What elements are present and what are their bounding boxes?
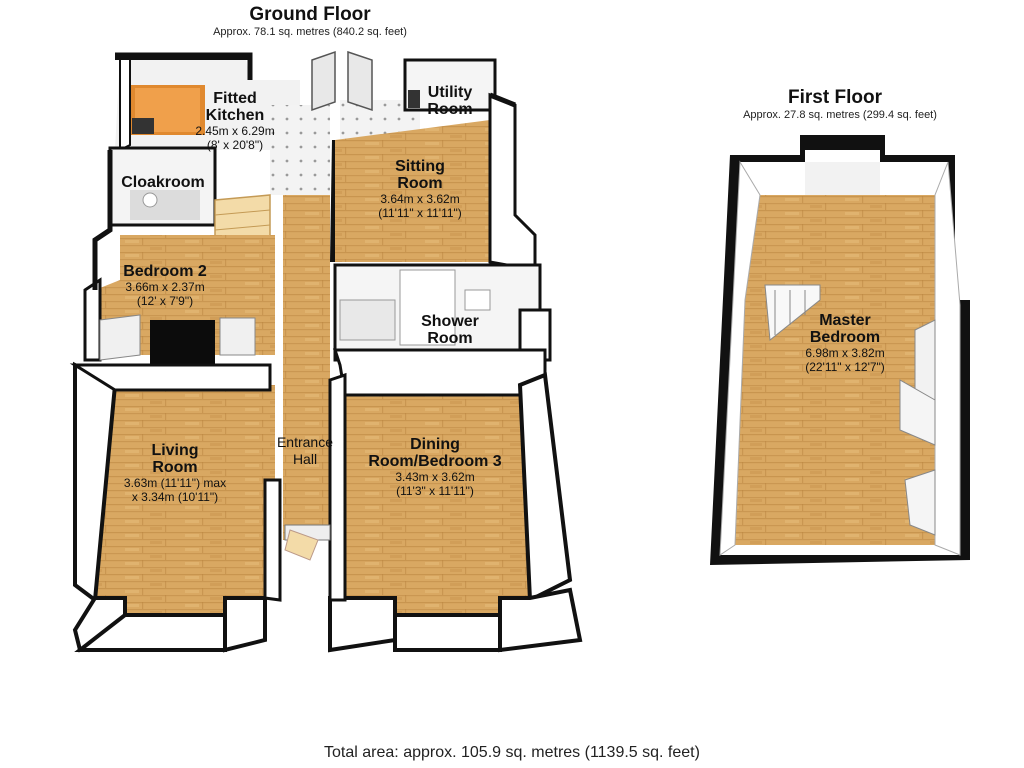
room-dim: 6.98m x 3.82m: [805, 346, 885, 360]
room-name: Fitted: [213, 90, 257, 107]
room-name: Room: [427, 101, 473, 118]
ground-floor-title: Ground Floor: [249, 4, 371, 25]
first-floor-area: Approx. 27.8 sq. metres (299.4 sq. feet): [743, 109, 937, 121]
room-dim: (11'11" x 11'11"): [378, 206, 462, 220]
room-name: Entrance: [276, 434, 334, 450]
first-floor-title: First Floor: [788, 87, 882, 108]
hall-tile-area: [270, 105, 330, 195]
room-label-living-room: Living Room 3.63m (11'11") max x 3.34m (…: [100, 442, 250, 504]
room-label-bedroom-2: Bedroom 2 3.66m x 2.37m (12' x 7'9"): [105, 263, 225, 308]
room-name: Kitchen: [205, 107, 265, 124]
room-dim: 2.45m x 6.29m: [195, 124, 275, 138]
room-dim: (11'3" x 11'11"): [396, 484, 474, 498]
living-room-floor: [95, 385, 275, 615]
room-name: Bedroom: [809, 329, 881, 346]
room-name: Utility: [427, 84, 473, 101]
master-bedroom-floor: [735, 195, 935, 545]
room-label-cloakroom: Cloakroom: [108, 174, 218, 191]
room-dim: (8' x 20'8"): [206, 138, 264, 152]
room-name: Sitting: [395, 158, 445, 175]
sitting-room-floor: [335, 120, 490, 262]
room-dim: 3.64m x 3.62m: [380, 192, 460, 206]
room-label-kitchen: Fitted Kitchen 2.45m x 6.29m (8' x 20'8"…: [170, 90, 300, 152]
room-label-master-bedroom: Master Bedroom 6.98m x 3.82m (22'11" x 1…: [775, 312, 915, 374]
room-dim: 3.43m x 3.62m: [395, 470, 475, 484]
room-name: Shower: [421, 313, 479, 330]
room-name: Living: [151, 442, 199, 459]
room-name: Dining: [410, 436, 460, 453]
room-name: Room: [397, 175, 443, 192]
ground-floor-plan: [69, 50, 583, 653]
room-name: Master: [819, 312, 871, 329]
room-dim: 3.63m (11'11") max: [123, 476, 227, 490]
ground-floor-area: Approx. 78.1 sq. metres (840.2 sq. feet): [213, 26, 407, 38]
kitchen-area: [115, 54, 300, 152]
room-label-sitting-room: Sitting Room 3.64m x 3.62m (11'11" x 11'…: [355, 158, 485, 220]
room-label-dining-room: Dining Room/Bedroom 3 3.43m x 3.62m (11'…: [350, 436, 520, 498]
total-area: Total area: approx. 105.9 sq. metres (11…: [324, 744, 700, 761]
room-name: Bedroom 2: [123, 263, 207, 280]
first-floor-plan: [710, 135, 970, 565]
room-name: Room: [152, 459, 198, 476]
room-name: Room: [427, 330, 473, 347]
room-name: Hall: [292, 451, 318, 467]
room-label-shower-room: Shower Room: [410, 313, 490, 347]
room-name: Room/Bedroom 3: [368, 453, 502, 470]
room-dim: (12' x 7'9"): [136, 294, 194, 308]
dining-room-floor: [345, 375, 530, 615]
room-dim: (22'11" x 12'7"): [805, 360, 885, 374]
hallway-floor: [283, 195, 330, 540]
room-label-entrance-hall: Entrance Hall: [262, 434, 348, 468]
roof-window: [764, 284, 821, 341]
room-name: Cloakroom: [121, 174, 205, 191]
room-label-utility: Utility Room: [415, 84, 485, 118]
shower-room-area: [333, 263, 552, 362]
room-dim: x 3.34m (10'11"): [131, 490, 219, 504]
room-dim: 3.66m x 2.37m: [125, 280, 205, 294]
